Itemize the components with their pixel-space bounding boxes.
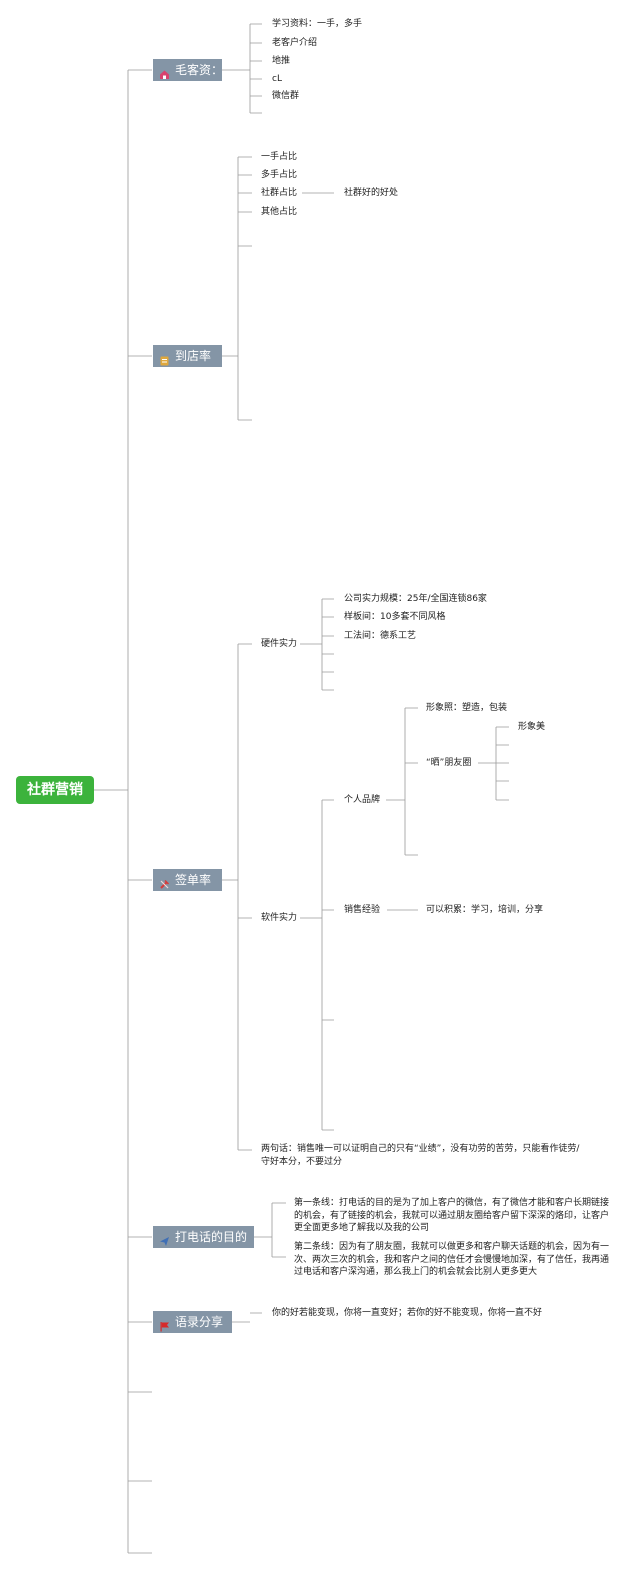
leaf-node: 工法间：德系工艺 — [344, 631, 417, 641]
leaf-node: 学习资料：一手，多手 — [272, 19, 363, 29]
leaf-node: 你的好若能变现，你将一直变好；若你的好不能变现，你将一直不好 — [272, 1308, 543, 1318]
branch-call-purpose[interactable]: 打电话的目的 — [153, 1226, 254, 1248]
root-node[interactable]: 社群营销 — [16, 776, 94, 804]
leaf-node: 微信群 — [272, 91, 300, 101]
leaf-node: 个人品牌 — [344, 795, 381, 805]
branch-label: 毛客资： — [175, 63, 224, 77]
leaf-node: 社群好的好处 — [344, 188, 399, 198]
leaf-node: 其他占比 — [261, 207, 298, 217]
leaf-node: 软件实力 — [261, 913, 298, 923]
leaf-node: cL — [272, 74, 282, 84]
branch-label: 打电话的目的 — [175, 1230, 248, 1244]
leaf-node: 一手占比 — [261, 152, 298, 162]
leaf-node: 可以积累：学习，培训，分享 — [426, 905, 544, 915]
leaf-node-second-line: 第二条线：因为有了朋友圈，我就可以做更多和客户聊天话题的机会，因为有一 次、两次… — [294, 1242, 610, 1277]
branch-quote-share[interactable]: 语录分享 — [153, 1311, 232, 1333]
send-icon — [159, 1232, 170, 1246]
leaf-node: 样板间：10多套不同风格 — [344, 612, 446, 622]
branch-label: 到店率 — [175, 349, 212, 363]
leaf-node: 销售经验 — [344, 905, 381, 915]
leaf-node: 地推 — [272, 56, 291, 66]
branch-mao-kezi[interactable]: 毛客资： — [153, 59, 224, 81]
leaf-node: “晒”朋友圈 — [426, 758, 472, 768]
flag-icon — [159, 1317, 170, 1331]
leaf-node-quote: 两句话：销售唯一可以证明自己的只有“业绩”，没有功劳的苦劳，只能看作徒劳/ 守好… — [261, 1144, 580, 1167]
leaf-node: 公司实力规模：25年/全国连锁86家 — [344, 594, 487, 604]
leaf-node: 形象照：塑造，包装 — [426, 703, 508, 713]
leaf-node: 硬件实力 — [261, 639, 298, 649]
leaf-node: 形象美 — [518, 722, 546, 732]
leaf-node: 老客户介绍 — [272, 38, 318, 48]
leaf-node-first-line: 第一条线：打电话的目的是为了加上客户的微信，有了微信才能和客户长期链接 的机会，… — [294, 1198, 610, 1233]
leaf-node: 社群占比 — [261, 188, 298, 198]
home-icon — [159, 65, 170, 79]
leaf-node: 多手占比 — [261, 170, 298, 180]
branch-qiandanlv[interactable]: 签单率 — [153, 869, 222, 891]
branch-daodianlv[interactable]: 到店率 — [153, 345, 222, 367]
tools-icon — [159, 875, 170, 889]
clipboard-icon — [159, 351, 170, 365]
branch-label: 语录分享 — [175, 1315, 224, 1329]
branch-label: 签单率 — [175, 873, 212, 887]
